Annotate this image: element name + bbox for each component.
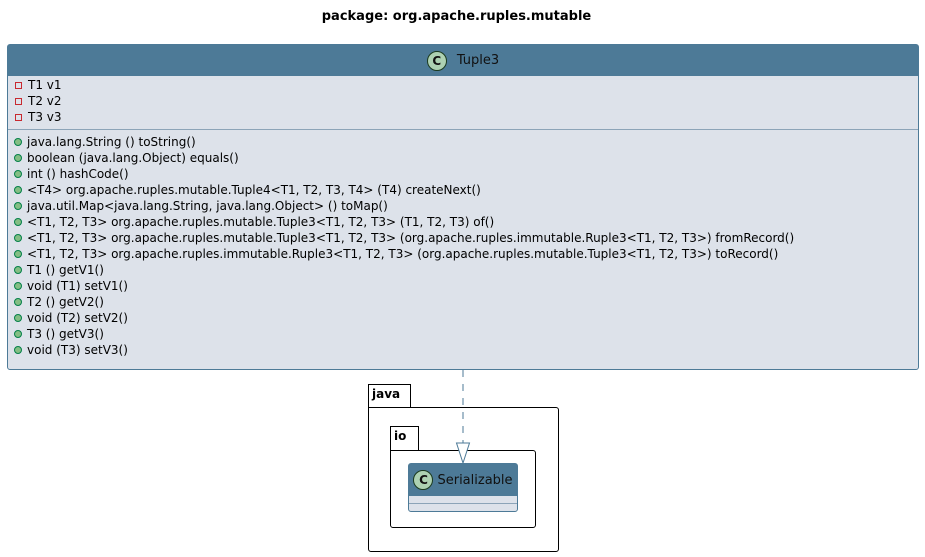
public-visibility-icon	[14, 330, 22, 338]
public-visibility-icon	[14, 186, 22, 194]
method-row: boolean (java.lang.Object) equals()	[8, 150, 918, 166]
method-row: T2 () getV2()	[8, 294, 918, 310]
public-visibility-icon	[14, 234, 22, 242]
serializable-class[interactable]: C Serializable	[408, 463, 518, 512]
package-io-label: io	[394, 429, 407, 443]
method-text: boolean (java.lang.Object) equals()	[27, 151, 239, 165]
tuple3-class[interactable]: C Tuple3 T1 v1 T2 v2 T3 v3 java.lang.Strin…	[7, 44, 919, 370]
public-visibility-icon	[14, 170, 22, 178]
method-row: T1 () getV1()	[8, 262, 918, 278]
attribute-row: T1 v1	[8, 77, 918, 93]
attribute-text: T3 v3	[28, 110, 62, 124]
private-visibility-icon	[15, 113, 22, 121]
attribute-text: T1 v1	[28, 78, 62, 92]
class-stereotype-icon: C	[426, 50, 447, 71]
method-text: void (T1) setV1()	[27, 279, 128, 293]
public-visibility-icon	[14, 202, 22, 210]
public-visibility-icon	[14, 138, 22, 146]
method-row: void (T2) setV2()	[8, 310, 918, 326]
class-stereotype-icon: C	[413, 470, 434, 490]
private-visibility-icon	[15, 81, 22, 89]
method-text: T1 () getV1()	[27, 263, 104, 277]
public-visibility-icon	[14, 282, 22, 290]
serializable-class-header: C Serializable	[409, 464, 517, 496]
public-visibility-icon	[14, 266, 22, 274]
method-text: T3 () getV3()	[27, 327, 104, 341]
attributes-compartment: T1 v1 T2 v2 T3 v3	[8, 76, 918, 130]
method-row: java.lang.String () toString()	[8, 134, 918, 150]
class-name: Serializable	[437, 472, 513, 488]
public-visibility-icon	[14, 250, 22, 258]
method-row: <T4> org.apache.ruples.mutable.Tuple4<T1…	[8, 182, 918, 198]
method-row: <T1, T2, T3> org.apache.ruples.mutable.T…	[8, 214, 918, 230]
class-name: Tuple3	[456, 53, 500, 68]
method-text: <T1, T2, T3> org.apache.ruples.mutable.T…	[27, 215, 495, 229]
package-java-label: java	[372, 387, 401, 401]
method-row: java.util.Map<java.lang.String, java.lan…	[8, 198, 918, 214]
method-text: java.util.Map<java.lang.String, java.lan…	[27, 199, 388, 213]
public-visibility-icon	[14, 298, 22, 306]
method-text: void (T3) setV3()	[27, 343, 128, 357]
attribute-row: T2 v2	[8, 93, 918, 109]
diagram-title: package: org.apache.ruples.mutable	[321, 9, 592, 24]
attribute-text: T2 v2	[28, 94, 62, 108]
public-visibility-icon	[14, 154, 22, 162]
method-text: T2 () getV2()	[27, 295, 104, 309]
package-java-tab: java	[368, 384, 411, 408]
private-visibility-icon	[15, 97, 22, 105]
method-text: void (T2) setV2()	[27, 311, 128, 325]
method-row: <T1, T2, T3> org.apache.ruples.immutable…	[8, 246, 918, 262]
method-text: <T1, T2, T3> org.apache.ruples.mutable.T…	[27, 231, 795, 245]
method-row: <T1, T2, T3> org.apache.ruples.mutable.T…	[8, 230, 918, 246]
method-row: void (T1) setV1()	[8, 278, 918, 294]
serializable-attributes-compartment	[409, 496, 517, 504]
method-text: <T4> org.apache.ruples.mutable.Tuple4<T1…	[27, 183, 481, 197]
method-row: void (T3) setV3()	[8, 342, 918, 358]
public-visibility-icon	[14, 218, 22, 226]
method-text: int () hashCode()	[27, 167, 129, 181]
attribute-row: T3 v3	[8, 109, 918, 125]
package-io-tab: io	[390, 426, 419, 451]
methods-compartment: java.lang.String () toString() boolean (j…	[8, 130, 918, 358]
method-row: int () hashCode()	[8, 166, 918, 182]
public-visibility-icon	[14, 346, 22, 354]
method-text: java.lang.String () toString()	[27, 135, 196, 149]
method-row: T3 () getV3()	[8, 326, 918, 342]
method-text: <T1, T2, T3> org.apache.ruples.immutable…	[27, 247, 779, 261]
public-visibility-icon	[14, 314, 22, 322]
tuple3-class-header: C Tuple3	[8, 45, 918, 76]
